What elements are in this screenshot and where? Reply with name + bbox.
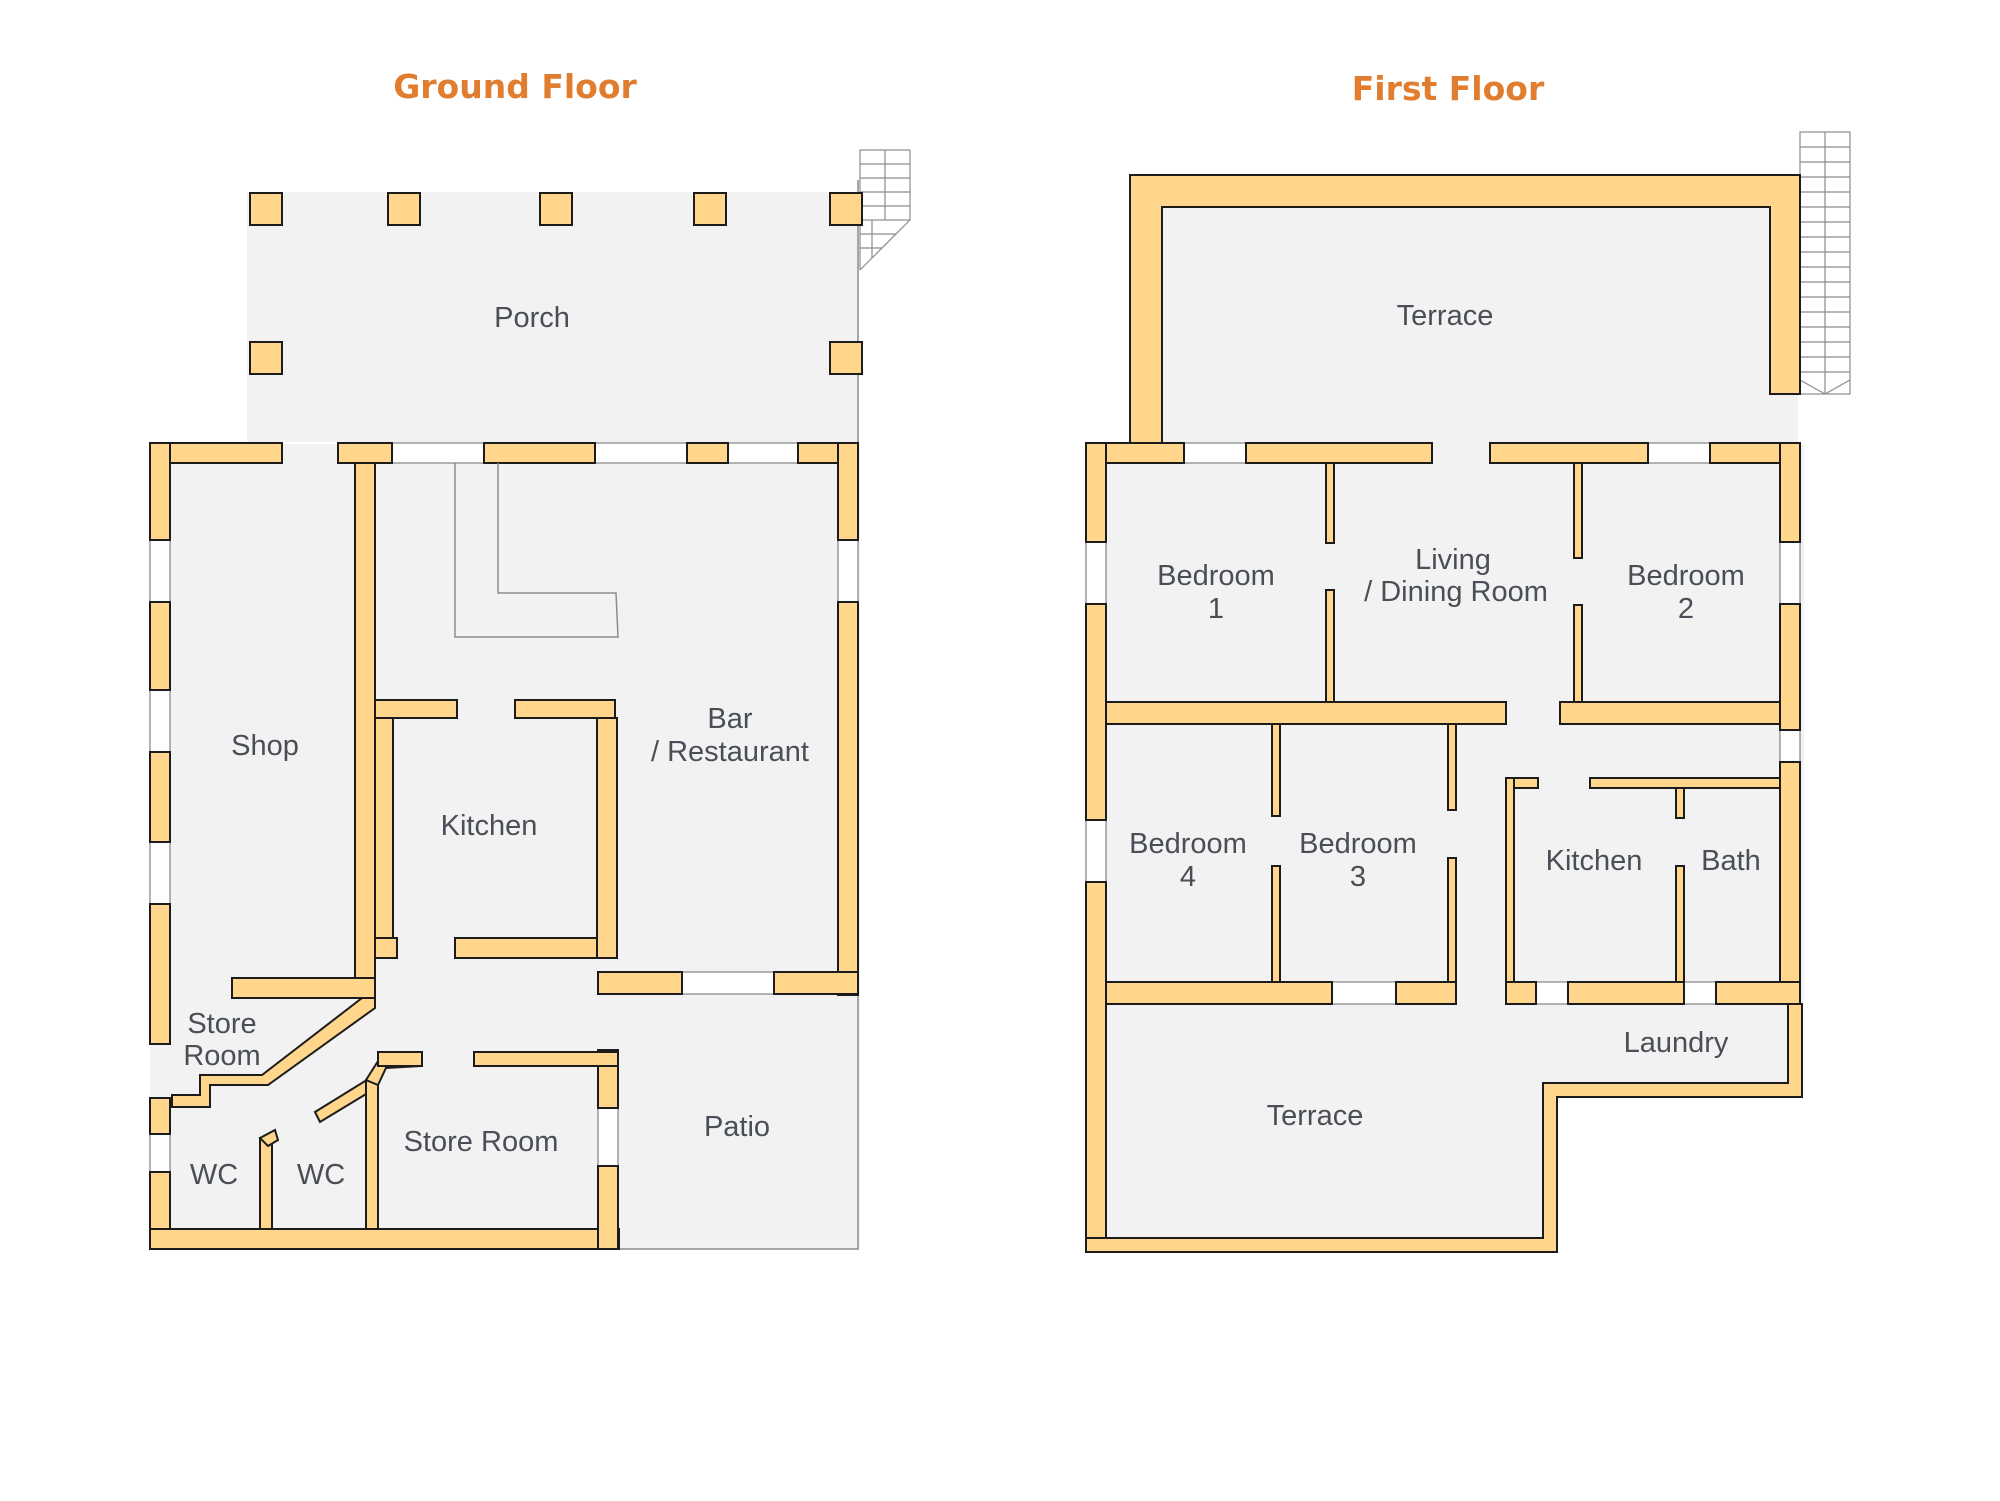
patio-edge [620, 995, 859, 1250]
first-floor-title: First Floor [1352, 69, 1545, 108]
porch-area [247, 192, 858, 442]
bar-label-line1: Bar [707, 703, 752, 735]
wc-label-2: WC [297, 1159, 345, 1191]
bedroom2-label-line1: Bedroom [1627, 560, 1745, 592]
patio-label: Patio [704, 1111, 770, 1143]
bedroom4-label-line1: Bedroom [1129, 828, 1247, 860]
ground-windows [149, 442, 859, 1173]
bar-counter [454, 463, 619, 638]
bedroom3-label-line2: 3 [1350, 861, 1366, 893]
store-room-small-label-line2: Room [183, 1040, 260, 1072]
ground-exterior-walls [149, 442, 859, 1250]
bedroom3-label-line1: Bedroom [1299, 828, 1417, 860]
living-label-line1: Living [1415, 544, 1491, 576]
store-room-label: Store Room [404, 1126, 559, 1158]
bedroom1-label-line1: Bedroom [1157, 560, 1275, 592]
bath-label: Bath [1701, 845, 1761, 877]
living-label-line2: / Dining Room [1364, 576, 1548, 608]
kitchen-first-label: Kitchen [1546, 845, 1643, 877]
bedroom4-label-line2: 4 [1180, 861, 1196, 893]
terrace-bottom-label: Terrace [1267, 1100, 1364, 1132]
terrace-stairs [1799, 131, 1851, 395]
ground-floor-title: Ground Floor [393, 67, 637, 106]
store-room-small-label-line1: Store [187, 1008, 256, 1040]
ground-interior-walls [171, 462, 619, 1230]
porch-columns [249, 192, 863, 375]
bar-label-line2: / Restaurant [651, 736, 809, 768]
bedroom1-label-line2: 1 [1208, 593, 1224, 625]
bedroom2-label-line2: 2 [1678, 593, 1694, 625]
wc-label-1: WC [190, 1159, 238, 1191]
first-interior-walls [1105, 462, 1801, 1005]
terrace-top-area [1132, 175, 1798, 445]
ground-floor-plan: Ground Floor Porch Shop Kitchen Bar / Re… [149, 67, 911, 1250]
porch-label: Porch [494, 302, 570, 334]
porch-stairs [859, 149, 911, 271]
first-exterior-walls [1085, 442, 1803, 1253]
laundry-label: Laundry [1624, 1027, 1729, 1059]
patio-area [620, 995, 860, 1249]
kitchen-label: Kitchen [441, 810, 538, 842]
first-floor-plan: First Floor Terrace Bedroom 1 Living / D… [1085, 69, 1851, 1253]
terrace-bottom-area [1086, 1004, 1802, 1252]
terrace-top-label: Terrace [1397, 300, 1494, 332]
shop-label: Shop [231, 730, 299, 762]
